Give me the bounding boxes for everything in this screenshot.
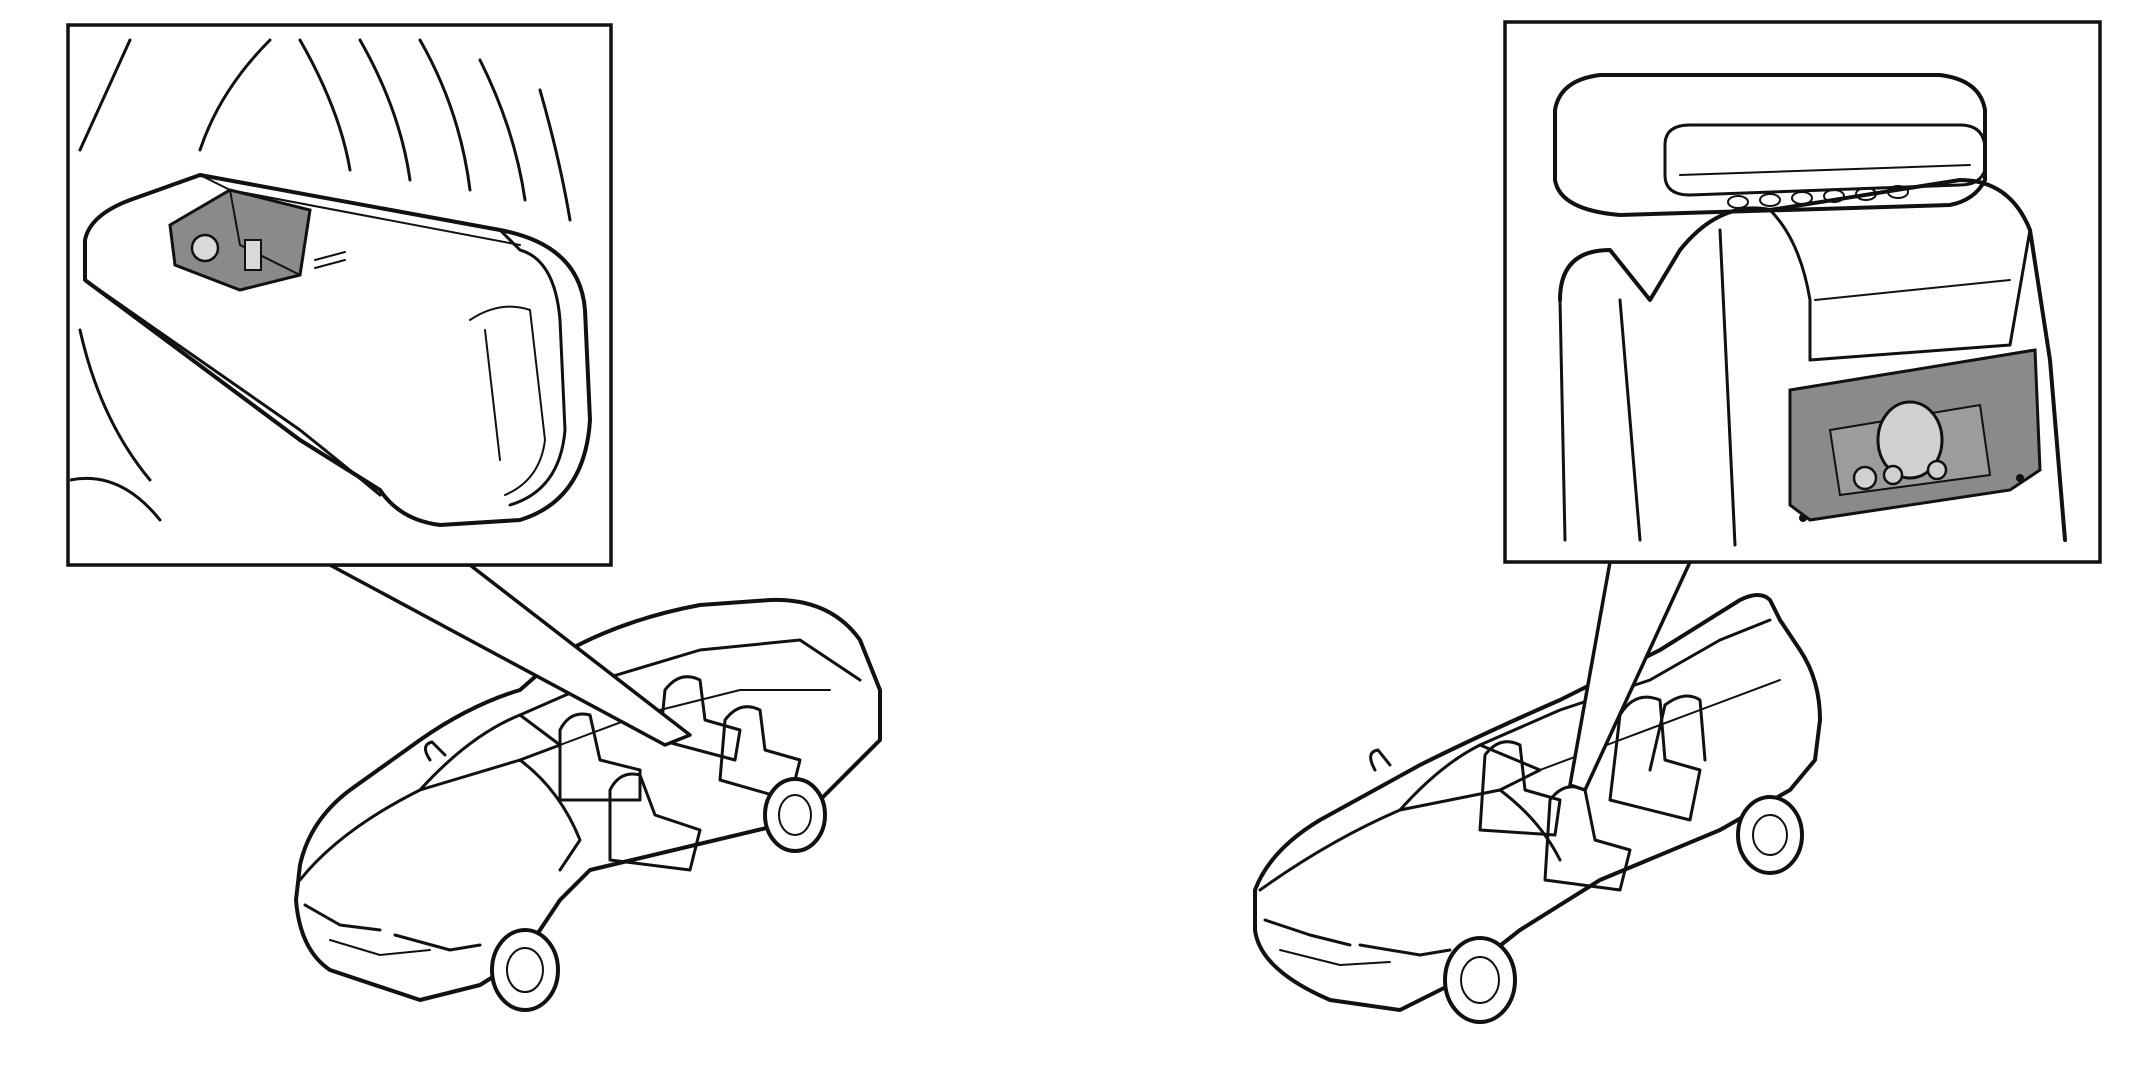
right-car-front-wheel [1443,936,1517,1024]
right-car-hood [1258,788,1562,892]
right-car-windshield [1398,743,1542,812]
right-callout [1568,560,1692,792]
left-car-rear-wheel [763,777,827,853]
left-car-front-wheel [490,928,560,1012]
jack-icon [1852,465,1878,491]
left-car-rear-seat [658,675,742,762]
left-car [294,597,882,1012]
left-inset-frame [66,23,613,567]
headrest-audio-connector [1876,400,1944,480]
right-car-rear-wheel [1736,795,1804,875]
left-car-hood [298,758,582,882]
right-car [1253,593,1822,1024]
headrest [1553,73,1987,217]
left-car-front-seat [558,712,642,802]
knob-icon [190,233,220,263]
armrest-console [83,173,592,527]
left-inset [66,23,613,567]
seat-back [1558,178,2067,542]
right-car-body [1253,593,1822,1012]
right-inset [1503,20,2102,564]
right-car-front-seat [1478,740,1562,837]
